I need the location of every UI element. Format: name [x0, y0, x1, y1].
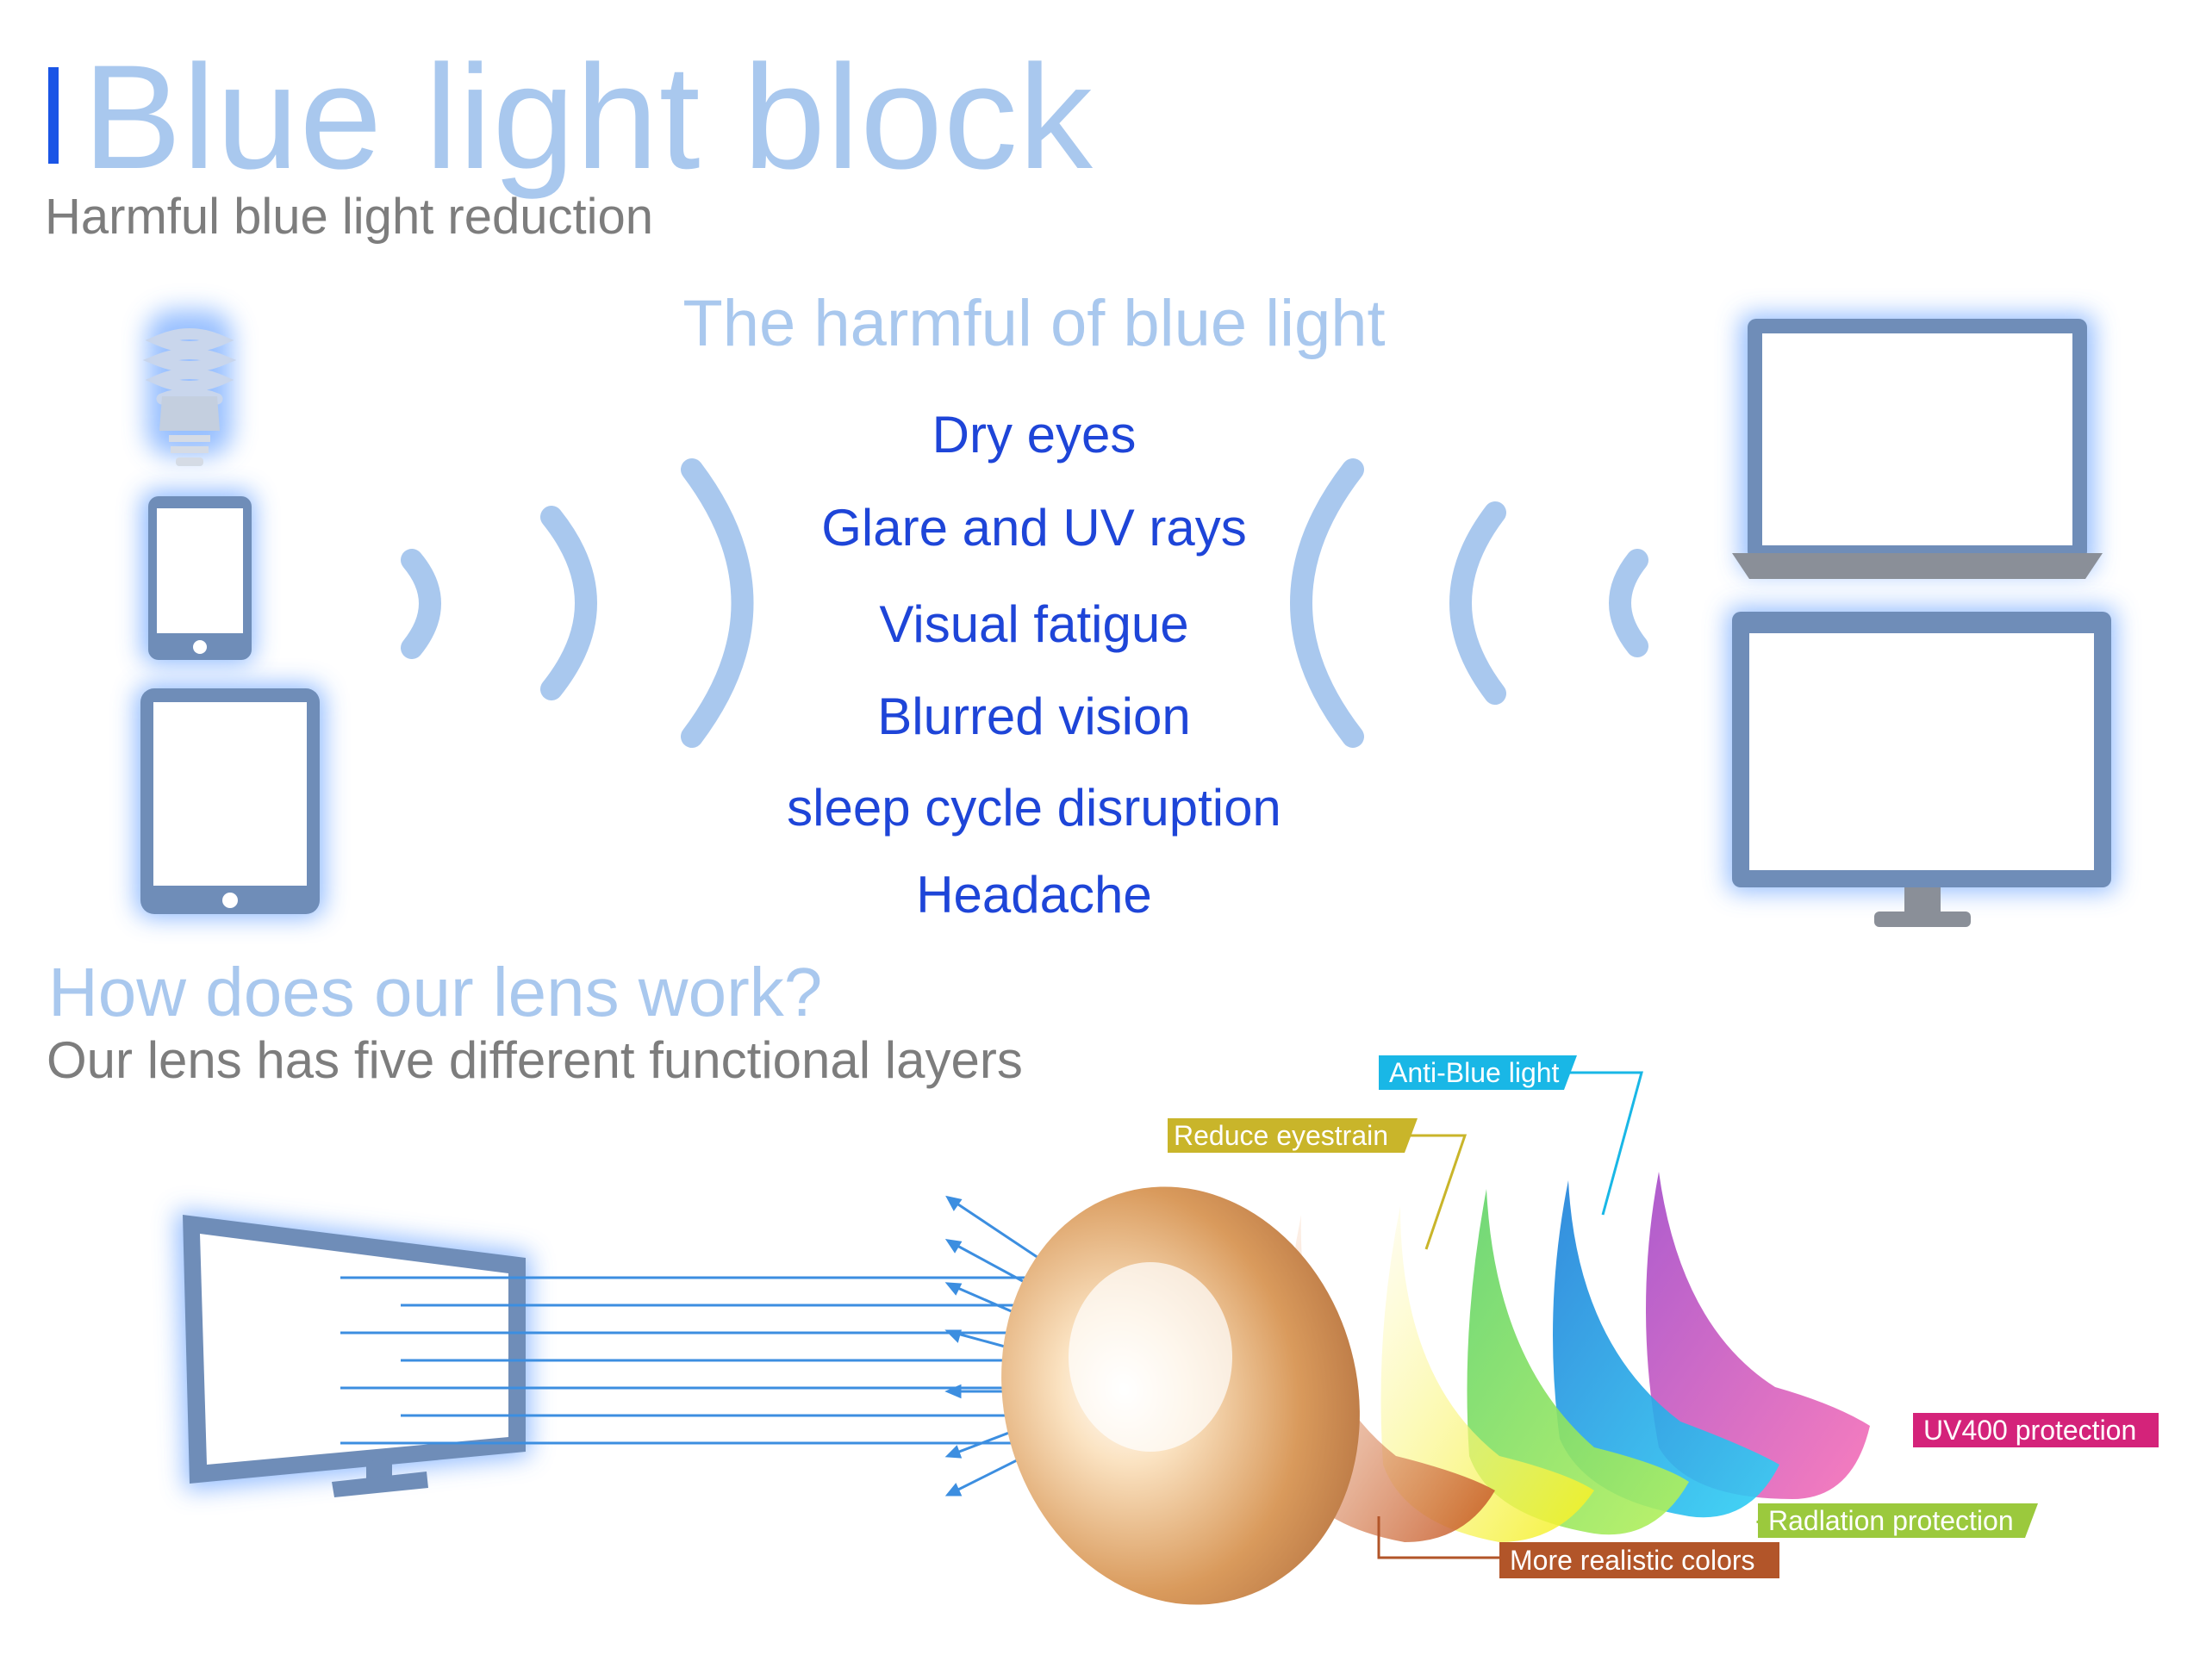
label-uv400-protection: UV400 protection: [1913, 1413, 2159, 1447]
label-more-realistic-colors-text: More realistic colors: [1510, 1545, 1755, 1576]
harm-item-visual-fatigue: Visual fatigue: [879, 595, 1189, 653]
harm-item-glare-uv: Glare and UV rays: [821, 499, 1247, 557]
lens-section-subtitle: Our lens has five different functional l…: [47, 1031, 1023, 1089]
label-reduce-eyestrain-text: Reduce eyestrain: [1174, 1120, 1388, 1151]
label-reduce-eyestrain: Reduce eyestrain: [1168, 1118, 1418, 1153]
label-radiation-protection-text: Radlation protection: [1768, 1505, 2014, 1536]
harm-item-dry-eyes: Dry eyes: [932, 406, 1137, 464]
label-uv400-protection-text: UV400 protection: [1923, 1415, 2136, 1446]
light-bulb-icon: [142, 310, 237, 466]
lens-icon: [1001, 1186, 1360, 1605]
monitor-perspective-icon: [177, 1210, 530, 1497]
label-anti-blue-light-text: Anti-Blue light: [1389, 1057, 1560, 1088]
signal-waves-right-icon: [1290, 458, 1648, 748]
page-subtitle: Harmful blue light reduction: [45, 189, 654, 245]
smartphone-icon: [142, 491, 254, 663]
harm-item-sleep-cycle: sleep cycle disruption: [787, 779, 1281, 837]
signal-waves-left-icon: [401, 458, 754, 748]
desktop-monitor-icon: [1728, 607, 2116, 927]
harm-item-headache: Headache: [916, 866, 1152, 924]
harms-title: The harmful of blue light: [682, 287, 1386, 360]
title-accent-bar: [48, 67, 59, 164]
lens-section-title: How does our lens work?: [48, 954, 823, 1030]
page-title: Blue light block: [83, 34, 1094, 200]
label-anti-blue-light: Anti-Blue light: [1379, 1055, 1577, 1090]
tablet-icon: [136, 685, 324, 918]
harm-item-blurred-vision: Blurred vision: [877, 688, 1191, 745]
label-radiation-protection: Radlation protection: [1758, 1503, 2038, 1538]
laptop-icon: [1732, 314, 2103, 579]
label-more-realistic-colors: More realistic colors: [1499, 1542, 1779, 1578]
